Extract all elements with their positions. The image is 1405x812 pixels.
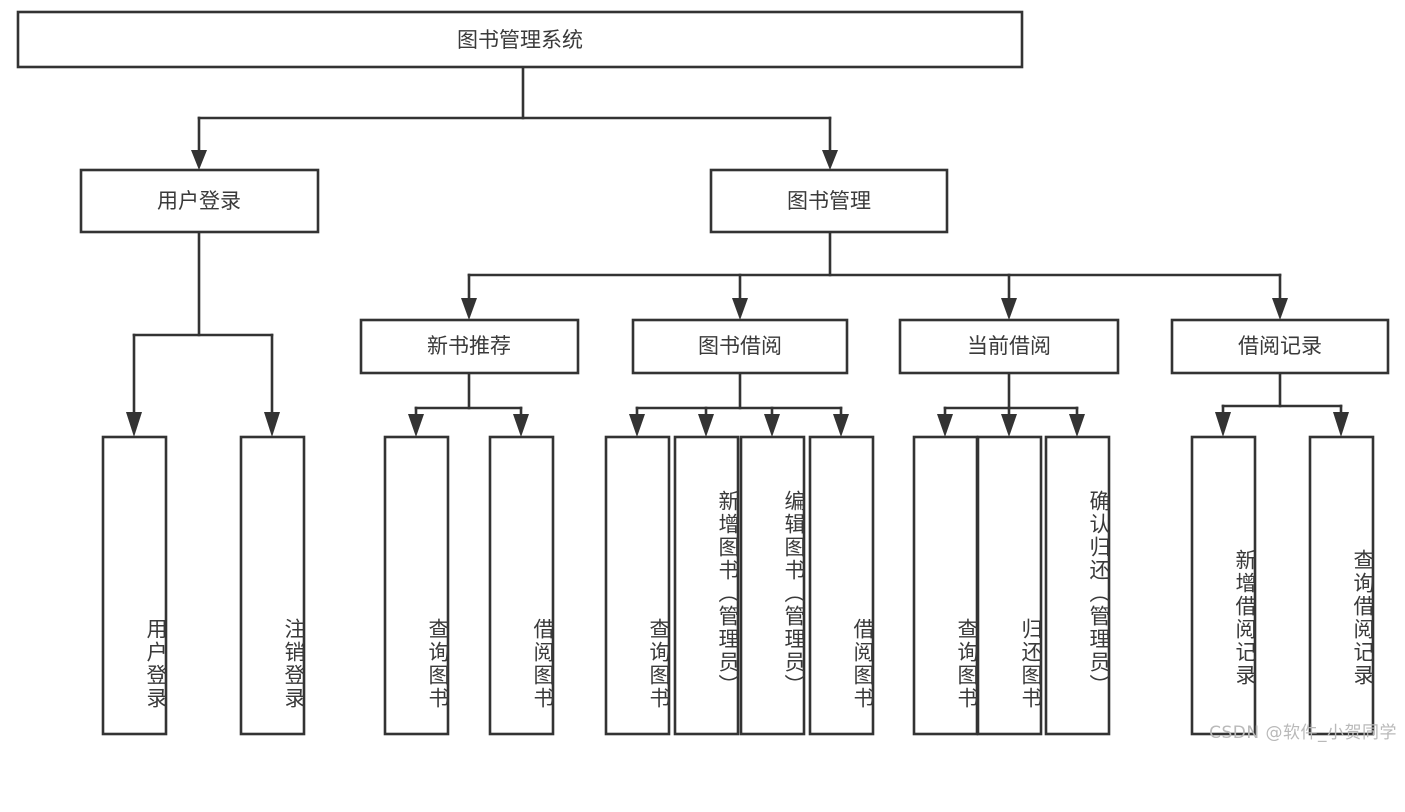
arrow-head-book-manage	[822, 150, 838, 170]
arrow-head-user-login	[191, 150, 207, 170]
node-box-user-login[interactable]	[79, 168, 320, 234]
node-box-leaf-edit-book[interactable]	[739, 435, 806, 736]
arrow-head-leaf-return-book	[1001, 414, 1017, 437]
arrow-head-leaf-query-book-3	[937, 414, 953, 437]
arrow-head-current-borrow	[1001, 298, 1017, 320]
node-box-new-book-recommend[interactable]	[359, 318, 580, 375]
arrow-head-new-book-recommend	[461, 298, 477, 320]
node-box-leaf-query-record[interactable]	[1308, 435, 1375, 736]
node-box-current-borrow[interactable]	[898, 318, 1120, 375]
arrow-head-leaf-add-record	[1215, 412, 1231, 437]
tree-svg-canvas: 图书管理系统 用户登录 图书管理 新书推荐 图书借阅 当前借阅 借阅记录	[16, 10, 1390, 736]
node-box-leaf-add-record[interactable]	[1190, 435, 1257, 736]
flowchart-diagram: 图书管理系统 用户登录 图书管理 新书推荐 图书借阅 当前借阅 借阅记录	[16, 10, 1397, 743]
arrow-head-leaf-user-login	[126, 412, 142, 437]
node-box-leaf-borrow-book-1[interactable]	[488, 435, 555, 736]
node-label-book-manage: 图书管理	[787, 189, 871, 213]
watermark-text: CSDN @软件_小贺同学	[1209, 723, 1397, 743]
arrow-head-leaf-edit-book	[764, 414, 780, 437]
node-box-root[interactable]	[16, 10, 1024, 69]
node-box-leaf-query-book-2[interactable]	[604, 435, 671, 736]
node-box-leaf-user-login[interactable]	[101, 435, 168, 736]
node-box-borrow-record[interactable]	[1170, 318, 1390, 375]
arrow-head-leaf-add-book	[698, 414, 714, 437]
arrow-head-leaf-confirm-return	[1069, 414, 1085, 437]
node-label-current-borrow: 当前借阅	[967, 334, 1051, 358]
node-box-leaf-query-book-1[interactable]	[383, 435, 450, 736]
node-box-leaf-return-book[interactable]	[976, 435, 1043, 736]
arrow-head-leaf-borrow-book-2	[833, 414, 849, 437]
node-box-leaf-query-book-3[interactable]	[912, 435, 979, 736]
node-label-root: 图书管理系统	[457, 28, 583, 52]
arrow-head-leaf-query-book-2	[629, 414, 645, 437]
arrow-head-book-borrow	[732, 298, 748, 320]
node-box-leaf-borrow-book-2[interactable]	[808, 435, 875, 736]
node-label-book-borrow: 图书借阅	[698, 334, 782, 358]
arrow-head-borrow-record	[1272, 298, 1288, 320]
node-label-new-book-recommend: 新书推荐	[427, 334, 511, 358]
node-box-book-manage[interactable]	[709, 168, 949, 234]
node-box-book-borrow[interactable]	[631, 318, 849, 375]
arrow-head-leaf-logout	[264, 412, 280, 437]
node-box-leaf-add-book[interactable]	[673, 435, 740, 736]
node-box-leaf-logout[interactable]	[239, 435, 306, 736]
arrow-head-leaf-query-book-1	[408, 414, 424, 437]
node-label-user-login: 用户登录	[157, 189, 241, 213]
arrow-head-leaf-query-record	[1333, 412, 1349, 437]
arrow-head-leaf-borrow-book-1	[513, 414, 529, 437]
node-label-borrow-record: 借阅记录	[1238, 334, 1322, 358]
node-box-leaf-confirm-return[interactable]	[1044, 435, 1111, 736]
